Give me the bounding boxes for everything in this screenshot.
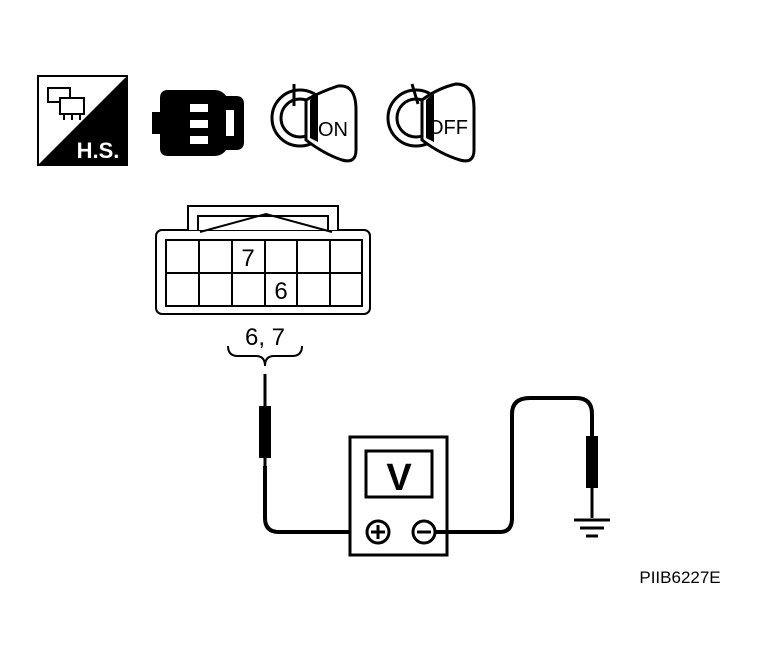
figure-code: PIIB6227E (639, 568, 720, 587)
negative-probe (586, 436, 598, 518)
pins-brace (227, 345, 303, 367)
positive-probe (259, 374, 271, 468)
ignition-off-icon: OFF (386, 82, 476, 163)
connector-plug-icon (152, 90, 244, 156)
negative-lead-wire (435, 396, 594, 534)
connector-face (155, 205, 371, 315)
voltmeter-symbol: V (386, 457, 412, 499)
ignition-on-icon: ON (270, 84, 358, 163)
negative-terminal-icon (411, 519, 437, 545)
pins-label: 6, 7 (245, 324, 285, 351)
harness-tag-text: H.S. (77, 138, 120, 163)
ignition-on-text: ON (318, 119, 348, 141)
voltmeter: V (348, 435, 449, 557)
positive-terminal-icon (365, 519, 391, 545)
pin-number-lower: 6 (274, 278, 287, 305)
harness-disconnect-icon: H.S. (37, 75, 128, 166)
ground-icon (574, 518, 610, 538)
pin-number-upper: 7 (241, 245, 254, 272)
ignition-off-text: OFF (428, 117, 468, 139)
positive-lead-wire (263, 466, 372, 534)
